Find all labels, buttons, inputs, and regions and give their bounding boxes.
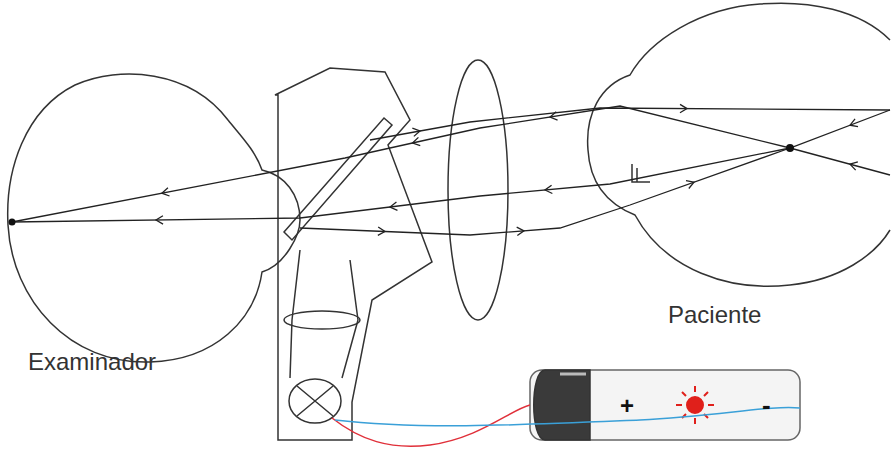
light-ray — [12, 106, 890, 222]
ray-arrowhead — [412, 128, 420, 136]
bulb-filament — [297, 386, 333, 416]
ray-arrowhead — [156, 216, 163, 224]
examiner-label: Examinador — [28, 350, 156, 374]
condensing-lens — [448, 60, 508, 320]
patient-focus-dot — [786, 144, 794, 152]
light-ray — [300, 148, 790, 235]
blue-wire — [335, 407, 800, 425]
ray-arrowhead — [850, 162, 858, 170]
positive-terminal: + — [620, 394, 634, 418]
patient-label: Paciente — [668, 303, 761, 327]
patient-eye — [588, 3, 890, 286]
ray-arrowhead — [517, 227, 524, 235]
ray-arrowhead — [686, 181, 694, 189]
battery-body — [530, 370, 800, 440]
ray-arrowhead — [162, 188, 170, 196]
light-ray — [370, 108, 890, 140]
ray-arrowhead — [378, 227, 385, 235]
bulb — [289, 379, 341, 423]
ray-arrowhead — [850, 119, 858, 127]
ray-arrowhead — [390, 202, 397, 210]
mirror — [284, 118, 392, 240]
light-rays — [12, 104, 890, 235]
battery-cap — [534, 370, 590, 440]
collimator-lens — [284, 311, 360, 329]
light-ray — [12, 110, 890, 222]
light-symbol — [676, 386, 714, 424]
ray-arrowhead — [680, 104, 687, 112]
negative-terminal: - — [762, 392, 771, 418]
ray-arrowhead — [545, 185, 552, 193]
examiner-focus-dot — [9, 219, 16, 226]
ray-arrowhead — [413, 137, 421, 145]
instrument-housing — [275, 68, 432, 440]
